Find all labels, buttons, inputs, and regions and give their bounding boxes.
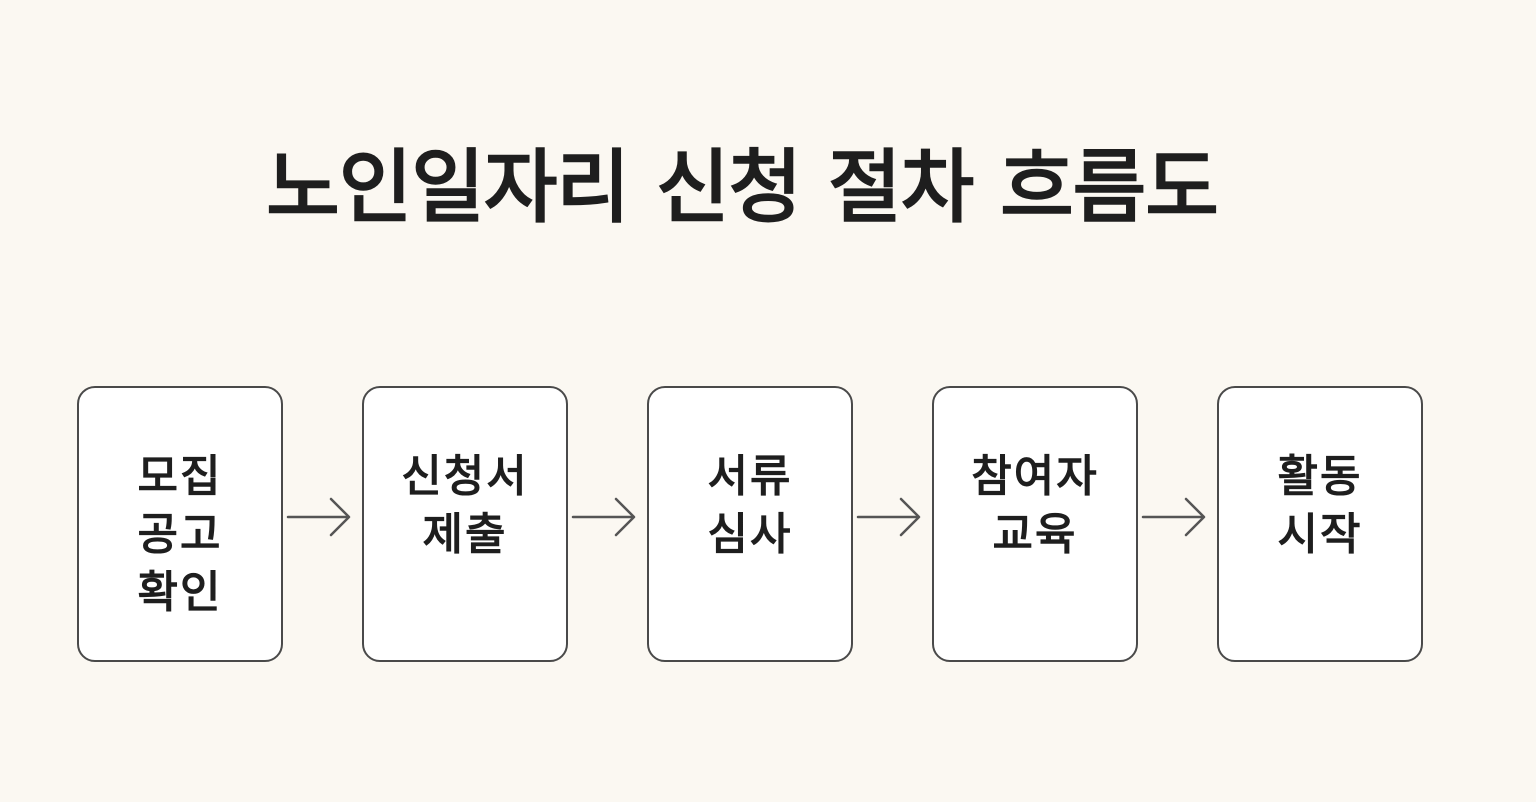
arrow-1-to-2 [286,497,351,537]
step-5-line-2: 시작 [1277,509,1363,560]
step-box-2: 신청서 제출 [362,386,568,662]
step-box-3: 서류 심사 [647,386,853,662]
arrow-3-to-4 [856,497,921,537]
step-2-line-1: 신청서 [401,451,529,502]
step-box-5: 활동 시작 [1217,386,1423,662]
step-3-line-2: 심사 [707,509,793,560]
step-1-line-2: 공고 [137,509,223,560]
step-3-line-1: 서류 [707,451,793,502]
step-4-line-2: 교육 [992,509,1078,560]
step-1-line-1: 모집 [137,451,223,502]
step-box-1: 모집 공고 확인 [77,386,283,662]
step-5-line-1: 활동 [1277,451,1363,502]
arrow-4-to-5 [1141,497,1206,537]
arrow-2-to-3 [571,497,636,537]
step-box-4: 참여자 교육 [932,386,1138,662]
step-2-line-2: 제출 [422,509,508,560]
step-1-line-3: 확인 [137,567,223,618]
step-4-line-1: 참여자 [971,451,1099,502]
diagram-title: 노인일자리 신청 절차 흐름도 [266,141,1219,234]
